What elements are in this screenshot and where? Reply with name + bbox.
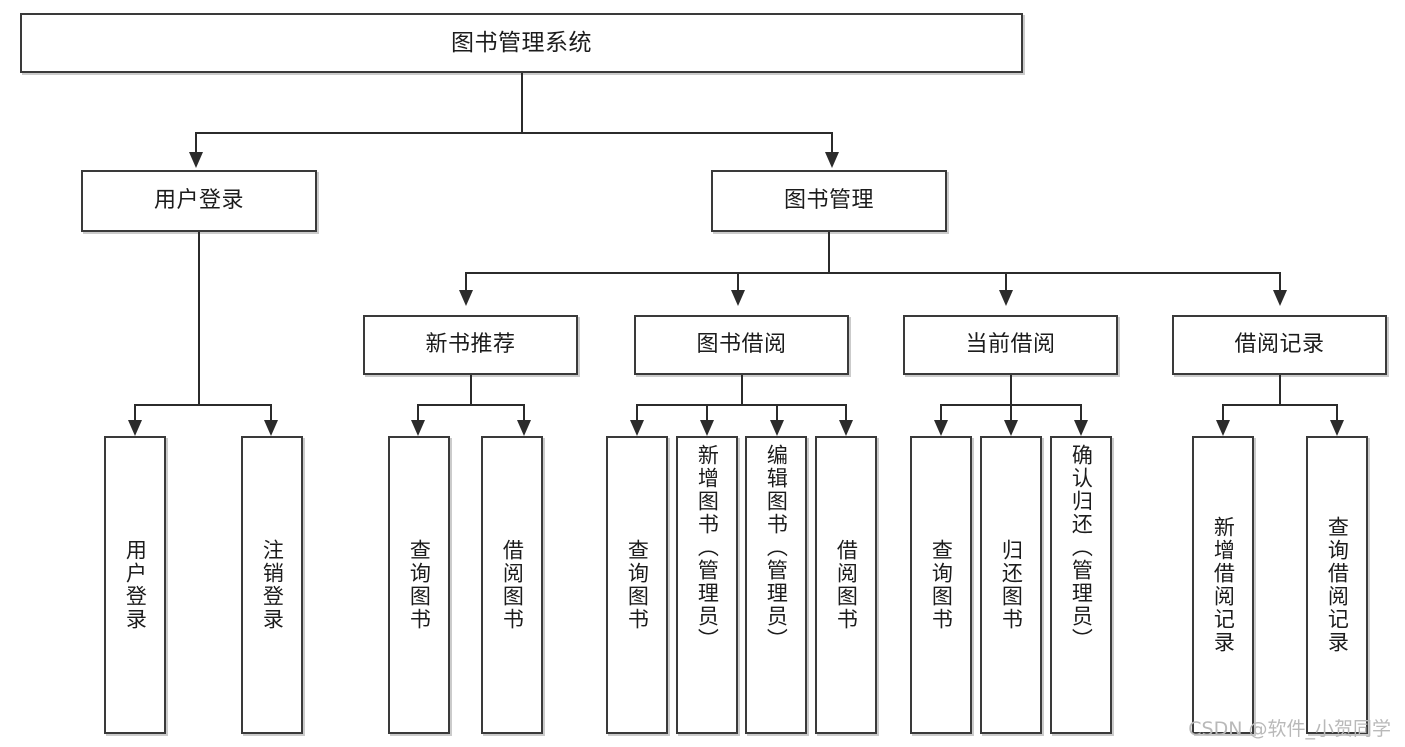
leaf-book-borrow-3[interactable]: 借阅图书 (815, 436, 877, 734)
connector-root-down (521, 73, 523, 133)
arrow-user-login-leaf-1 (264, 420, 278, 436)
leaf-current-borrow-2[interactable]: 确认归还（管理员） (1050, 436, 1112, 734)
arrow-book-borrow-leaf-2 (770, 420, 784, 436)
arrow-current-borrow-leaf-2 (1074, 420, 1088, 436)
connector-current-borrow-drop-1 (1010, 404, 1012, 422)
node-book-borrow-label: 图书借阅 (696, 332, 787, 358)
leaf-new-book-0[interactable]: 查询图书 (388, 436, 450, 734)
node-new-book-label: 新书推荐 (425, 332, 516, 358)
leaf-book-borrow-1[interactable]: 新增图书（管理员） (676, 436, 738, 734)
node-root[interactable]: 图书管理系统 (20, 13, 1023, 73)
connector-user-login-bus (134, 404, 270, 406)
leaf-book-borrow-0-label: 查询图书 (625, 539, 650, 631)
connector-book-borrow-down (741, 375, 743, 405)
arrow-to-book-manage (825, 152, 839, 168)
connector-new-book-drop-0 (417, 404, 419, 422)
leaf-book-borrow-2-label: 编辑图书（管理员） (764, 444, 789, 651)
leaf-current-borrow-1-label: 归还图书 (999, 539, 1024, 631)
arrow-to-current-borrow (999, 290, 1013, 306)
arrow-current-borrow-leaf-0 (934, 420, 948, 436)
arrow-to-borrow-record (1273, 290, 1287, 306)
arrow-borrow-record-leaf-0 (1216, 420, 1230, 436)
arrow-book-borrow-leaf-0 (630, 420, 644, 436)
node-user-login[interactable]: 用户登录 (81, 170, 317, 232)
node-current-borrow[interactable]: 当前借阅 (903, 315, 1118, 375)
node-user-login-label: 用户登录 (153, 188, 244, 214)
leaf-user-login-0-label: 用户登录 (123, 539, 148, 631)
connector-book-borrow-drop-2 (776, 404, 778, 422)
leaf-book-borrow-1-label: 新增图书（管理员） (695, 444, 720, 651)
connector-level2-bus (465, 272, 1281, 274)
arrow-to-new-book (459, 290, 473, 306)
leaf-current-borrow-0-label: 查询图书 (929, 539, 954, 631)
connector-current-borrow-down (1010, 375, 1012, 405)
connector-borrow-record-down (1279, 375, 1281, 405)
leaf-borrow-record-0[interactable]: 新增借阅记录 (1192, 436, 1254, 734)
connector-book-borrow-drop-1 (706, 404, 708, 422)
connector-new-book-bus (417, 404, 523, 406)
leaf-new-book-1[interactable]: 借阅图书 (481, 436, 543, 734)
node-root-label: 图书管理系统 (451, 29, 592, 56)
node-new-book[interactable]: 新书推荐 (363, 315, 578, 375)
leaf-new-book-1-label: 借阅图书 (500, 539, 525, 631)
connector-current-borrow-drop-0 (940, 404, 942, 422)
connector-level2-drop-3 (1279, 272, 1281, 292)
node-book-manage-label: 图书管理 (783, 188, 874, 214)
node-book-borrow[interactable]: 图书借阅 (634, 315, 849, 375)
connector-borrow-record-bus (1222, 404, 1336, 406)
leaf-current-borrow-1[interactable]: 归还图书 (980, 436, 1042, 734)
leaf-book-borrow-0[interactable]: 查询图书 (606, 436, 668, 734)
connector-level1-drop-1 (831, 132, 833, 154)
arrow-book-borrow-leaf-3 (839, 420, 853, 436)
leaf-book-borrow-2[interactable]: 编辑图书（管理员） (745, 436, 807, 734)
node-current-borrow-label: 当前借阅 (965, 332, 1056, 358)
connector-level1-bus (195, 132, 832, 134)
connector-new-book-drop-1 (523, 404, 525, 422)
arrow-new-book-leaf-1 (517, 420, 531, 436)
connector-user-login-drop-0 (134, 404, 136, 422)
arrow-book-borrow-leaf-1 (700, 420, 714, 436)
connector-user-login-drop-1 (270, 404, 272, 422)
arrow-new-book-leaf-0 (411, 420, 425, 436)
arrow-borrow-record-leaf-1 (1330, 420, 1344, 436)
connector-level2-drop-1 (737, 272, 739, 292)
connector-borrow-record-drop-1 (1336, 404, 1338, 422)
arrow-to-user-login (189, 152, 203, 168)
leaf-user-login-1[interactable]: 注销登录 (241, 436, 303, 734)
leaf-book-borrow-3-label: 借阅图书 (834, 539, 859, 631)
leaf-new-book-0-label: 查询图书 (407, 539, 432, 631)
arrow-to-book-borrow (731, 290, 745, 306)
connector-current-borrow-drop-2 (1080, 404, 1082, 422)
leaf-borrow-record-1-label: 查询借阅记录 (1325, 516, 1350, 654)
leaf-user-login-1-label: 注销登录 (260, 539, 285, 631)
node-borrow-record-label: 借阅记录 (1234, 332, 1325, 358)
connector-level1-drop-0 (195, 132, 197, 154)
connector-new-book-down (470, 375, 472, 405)
connector-level2-drop-2 (1005, 272, 1007, 292)
leaf-current-borrow-2-label: 确认归还（管理员） (1069, 444, 1094, 651)
leaf-borrow-record-0-label: 新增借阅记录 (1211, 516, 1236, 654)
connector-user-login-down (198, 232, 200, 405)
connector-borrow-record-drop-0 (1222, 404, 1224, 422)
connector-book-manage-down (828, 232, 830, 273)
node-borrow-record[interactable]: 借阅记录 (1172, 315, 1387, 375)
arrow-user-login-leaf-0 (128, 420, 142, 436)
connector-level2-drop-0 (465, 272, 467, 292)
leaf-user-login-0[interactable]: 用户登录 (104, 436, 166, 734)
arrow-current-borrow-leaf-1 (1004, 420, 1018, 436)
leaf-borrow-record-1[interactable]: 查询借阅记录 (1306, 436, 1368, 734)
connector-book-borrow-drop-0 (636, 404, 638, 422)
node-book-manage[interactable]: 图书管理 (711, 170, 947, 232)
leaf-current-borrow-0[interactable]: 查询图书 (910, 436, 972, 734)
connector-book-borrow-bus (636, 404, 847, 406)
connector-book-borrow-drop-3 (845, 404, 847, 422)
